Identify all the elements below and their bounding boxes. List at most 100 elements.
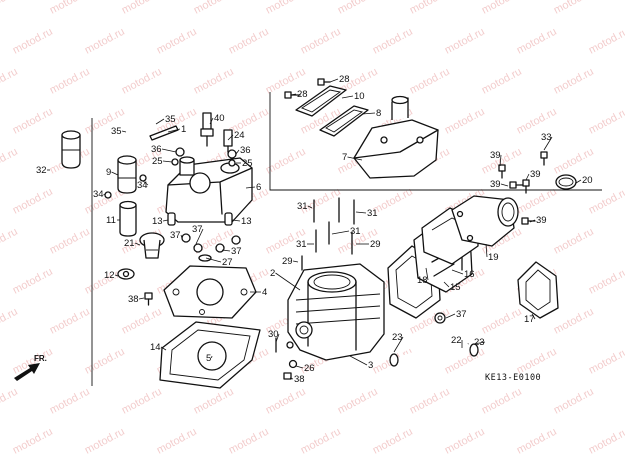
callout-31: 31 xyxy=(297,201,308,212)
watermark-text: motod.ru xyxy=(48,386,92,417)
part-nuts xyxy=(171,147,241,262)
leader-line-23 xyxy=(393,336,404,353)
leader-line-16 xyxy=(451,269,464,275)
leader-line-13 xyxy=(162,219,169,222)
leader-line-19 xyxy=(485,243,488,258)
watermark-text: motod.ru xyxy=(552,0,596,17)
watermark-text: motod.ru xyxy=(155,26,199,57)
leader-line-9 xyxy=(111,171,119,176)
part-21-thermostat xyxy=(139,232,165,259)
callout-23: 23 xyxy=(474,337,485,348)
watermark-text: motod.ru xyxy=(299,26,343,57)
watermark-text: motod.ru xyxy=(48,306,92,337)
watermark-text: motod.ru xyxy=(120,0,164,17)
callout-38: 38 xyxy=(128,294,139,305)
watermark-text: motod.ru xyxy=(587,106,625,137)
watermark-text: motod.ru xyxy=(155,426,199,457)
callout-40: 40 xyxy=(214,113,225,124)
watermark-text: motod.ru xyxy=(515,26,559,57)
leader-line-35 xyxy=(121,130,127,133)
callout-39: 39 xyxy=(490,150,501,161)
leader-line-7 xyxy=(347,156,363,161)
watermark-text: motod.ru xyxy=(48,0,92,17)
part-32-cap xyxy=(61,130,81,169)
callout-25: 25 xyxy=(152,156,163,167)
callout-7: 7 xyxy=(342,152,347,163)
leader-line-5 xyxy=(211,355,213,359)
callout-1: 1 xyxy=(181,124,186,135)
watermark-text: motod.ru xyxy=(83,426,127,457)
part-37-nut xyxy=(434,312,446,324)
callout-34: 34 xyxy=(137,180,148,191)
watermark-text: motod.ru xyxy=(227,426,271,457)
callout-26: 26 xyxy=(304,363,315,374)
callout-35: 35 xyxy=(111,126,122,137)
callout-10: 10 xyxy=(354,91,365,102)
watermark-text: motod.ru xyxy=(587,266,625,297)
callout-21: 21 xyxy=(124,238,135,249)
assembly-frame-lines xyxy=(91,92,602,386)
watermark-text: motod.ru xyxy=(192,66,236,97)
watermark-text: motod.ru xyxy=(120,386,164,417)
watermark-text: motod.ru xyxy=(11,426,55,457)
part-small-hardware xyxy=(275,337,298,380)
watermark-text: motod.ru xyxy=(443,26,487,57)
callout-29: 29 xyxy=(370,239,381,250)
callout-37: 37 xyxy=(170,230,181,241)
watermark-text: motod.ru xyxy=(480,0,524,17)
watermark-text: motod.ru xyxy=(408,386,452,417)
front-marker-label: FR. xyxy=(34,354,47,363)
leader-line-38 xyxy=(138,297,145,300)
part-20-clamp xyxy=(555,174,577,190)
watermark-text: motod.ru xyxy=(83,346,127,377)
part-7-valve-cover xyxy=(353,95,439,179)
watermark-text: motod.ru xyxy=(336,386,380,417)
watermark-text: motod.ru xyxy=(11,106,55,137)
watermark-text: motod.ru xyxy=(0,0,20,17)
callout-8: 8 xyxy=(376,108,381,119)
watermark-text: motod.ru xyxy=(299,426,343,457)
watermark-text: motod.ru xyxy=(443,106,487,137)
watermark-text: motod.ru xyxy=(552,226,596,257)
callout-25: 25 xyxy=(242,158,253,169)
callout-33: 33 xyxy=(541,132,552,143)
watermark-text: motod.ru xyxy=(587,346,625,377)
leader-line-21 xyxy=(134,242,141,246)
callout-22: 22 xyxy=(451,335,462,346)
part-17-gasket xyxy=(517,261,559,319)
callout-4: 4 xyxy=(262,287,267,298)
leader-line-25 xyxy=(162,160,173,163)
leader-line-31 xyxy=(307,205,313,209)
leader-line-26 xyxy=(295,365,304,369)
leader-line-37 xyxy=(445,313,456,319)
callout-23: 23 xyxy=(392,332,403,343)
callout-6: 6 xyxy=(256,182,261,193)
watermark-text: motod.ru xyxy=(587,426,625,457)
leader-line-28 xyxy=(329,78,339,83)
watermark-text: motod.ru xyxy=(515,346,559,377)
watermark-text: motod.ru xyxy=(515,426,559,457)
callout-9: 9 xyxy=(106,167,111,178)
watermark-text: motod.ru xyxy=(552,66,596,97)
callout-2: 2 xyxy=(270,268,275,279)
part-8-gasket xyxy=(319,105,369,137)
callout-14: 14 xyxy=(150,342,161,353)
watermark-text: motod.ru xyxy=(11,266,55,297)
leader-line-40 xyxy=(209,117,214,125)
watermark-text: motod.ru xyxy=(0,226,20,257)
leader-line-31 xyxy=(355,211,367,214)
leader-line-27 xyxy=(205,257,222,263)
leader-line-20 xyxy=(575,179,582,184)
leader-line-34 xyxy=(142,180,149,186)
leader-line-37 xyxy=(195,228,204,245)
part-12-fitting xyxy=(117,268,135,280)
watermark-text: motod.ru xyxy=(227,26,271,57)
leader-line-39 xyxy=(499,154,502,167)
watermark-text: motod.ru xyxy=(480,386,524,417)
part-2-cylinder xyxy=(287,263,385,361)
callout-38: 38 xyxy=(294,374,305,385)
part-39-bolts xyxy=(498,151,548,225)
leader-line-15 xyxy=(443,281,450,288)
part-4-head-gasket xyxy=(163,265,257,319)
